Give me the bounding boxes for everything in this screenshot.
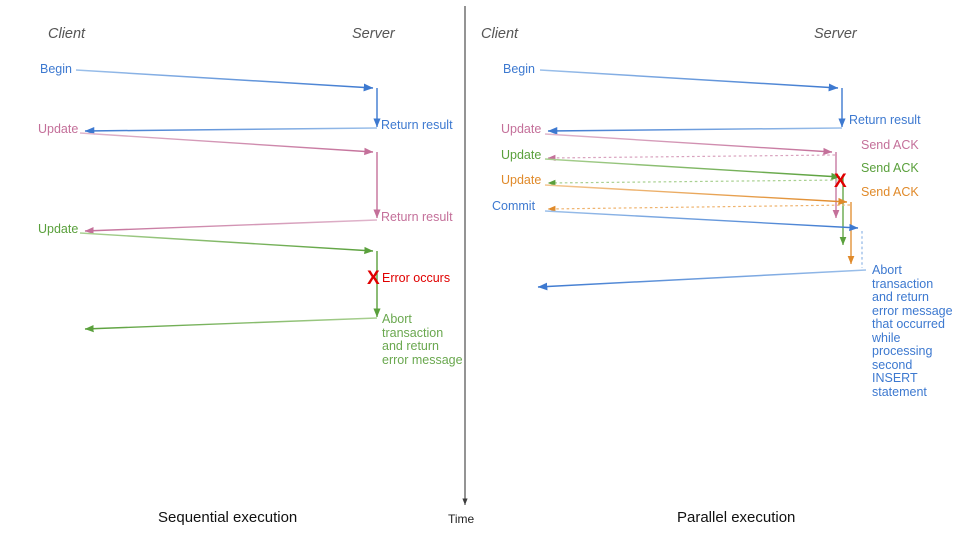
right-client-label-update-1: Update (501, 122, 542, 136)
arrow-begin-request (539, 69, 839, 92)
right-server-label-send-ack-3: Send ACK (861, 185, 919, 199)
left-panel-arrows (75, 69, 381, 333)
arrow-return-result-1 (84, 127, 378, 135)
arrow-update-3-request (544, 184, 848, 206)
arrow-update-1-request (79, 132, 374, 156)
left-client-label-update-2: Update (38, 222, 79, 236)
left-server-label-error-occurs: Error occurs (382, 271, 451, 285)
left-panel-caption: Sequential execution (158, 509, 298, 526)
right-server-label-abort-message: Abort transaction and return error messa… (872, 263, 953, 399)
left-client-label-begin: Begin (40, 62, 72, 76)
right-server-label-send-ack-2: Send ACK (861, 161, 919, 175)
right-client-label-commit: Commit (492, 199, 536, 213)
right-server-label-return-result: Return result (849, 113, 921, 127)
right-header-server: Server (814, 26, 857, 42)
left-header-server: Server (352, 26, 395, 42)
time-axis-label: Time (448, 512, 475, 526)
left-client-label-update-1: Update (38, 122, 79, 136)
arrow-return-result (547, 127, 843, 135)
arrow-update-2-request (79, 232, 374, 255)
right-header-client: Client (481, 26, 519, 42)
arrow-begin-request (75, 69, 374, 92)
right-server-label-send-ack-1: Send ACK (861, 138, 919, 152)
left-server-label-abort-message: Abort transaction and return error messa… (382, 312, 463, 367)
right-error-x-icon: X (834, 171, 847, 192)
arrow-update-1-request (544, 133, 833, 156)
arrow-update-2-request (544, 158, 841, 181)
right-panel-caption: Parallel execution (677, 509, 796, 526)
arrow-abort-return (84, 317, 378, 333)
right-client-label-update-3: Update (501, 173, 542, 187)
left-error-x-icon: X (367, 268, 380, 289)
left-server-label-return-result-2: Return result (381, 210, 453, 224)
arrow-return-result-2 (84, 219, 378, 235)
arrow-send-ack-2-dotted (547, 179, 844, 187)
right-client-label-begin: Begin (503, 62, 535, 76)
left-header-client: Client (48, 26, 86, 42)
arrow-send-ack-1-dotted (547, 154, 836, 162)
right-panel-arrows (537, 69, 867, 291)
right-client-label-update-2: Update (501, 148, 542, 162)
arrow-commit-request (544, 210, 859, 232)
arrow-final-abort-return (537, 269, 867, 291)
left-server-label-return-result-1: Return result (381, 118, 453, 132)
arrow-send-ack-3-dotted (547, 204, 851, 213)
